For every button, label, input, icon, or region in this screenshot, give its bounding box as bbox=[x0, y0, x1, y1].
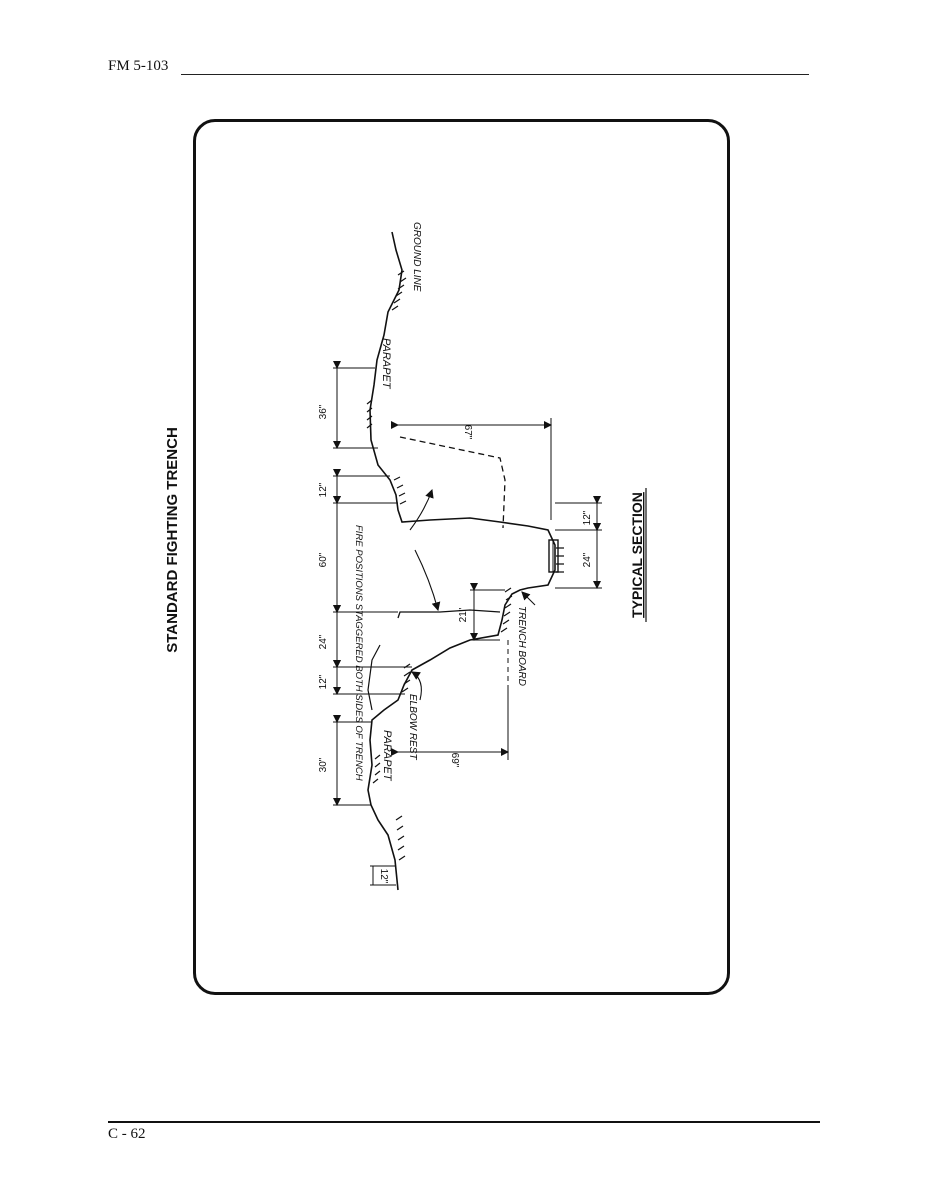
figure-caption: TYPICAL SECTION bbox=[629, 492, 645, 618]
dim-24-left: 24" bbox=[318, 634, 329, 649]
ground-line-label: GROUND LINE bbox=[411, 222, 422, 292]
footer-rule bbox=[108, 1121, 820, 1123]
dim-60: 60" bbox=[318, 552, 329, 567]
trench-board-label: TRENCH BOARD bbox=[516, 606, 527, 686]
trench-profile bbox=[367, 231, 556, 891]
dim-67: 67" bbox=[462, 425, 473, 440]
dim-69: 69" bbox=[449, 753, 460, 768]
dim-36: 36" bbox=[318, 404, 329, 419]
dim-12-left: 12" bbox=[318, 674, 329, 689]
dim-30: 30" bbox=[318, 757, 329, 772]
fire-positions-label: FIRE POSITIONS STAGGERED BOTH SIDES OF T… bbox=[353, 525, 364, 781]
dim-12-top: 12" bbox=[318, 482, 329, 497]
leader-arrows bbox=[409, 488, 536, 701]
dim-24-right: 24" bbox=[582, 552, 593, 567]
fire-position-outline bbox=[397, 609, 501, 619]
dim-21: 21" bbox=[458, 607, 469, 622]
parapet-bottom-label: PARAPET bbox=[381, 730, 393, 782]
dim-12-right: 12" bbox=[582, 510, 593, 525]
figure-frame bbox=[193, 119, 730, 995]
parapet-top-label: PARAPET bbox=[380, 338, 392, 390]
dimension-lines bbox=[333, 361, 602, 886]
elbow-rest-label: ELBOW REST bbox=[407, 694, 418, 760]
excavation-dashed-line bbox=[399, 436, 506, 529]
document-id: FM 5-103 bbox=[108, 58, 169, 74]
elbow-rest-outline bbox=[367, 644, 381, 711]
soil-hatching bbox=[366, 270, 564, 861]
header-rule bbox=[181, 74, 809, 75]
page-number: C - 62 bbox=[108, 1126, 146, 1142]
dim-12-bottom: 12" bbox=[378, 869, 389, 884]
figure-title: STANDARD FIGHTING TRENCH bbox=[164, 427, 181, 653]
